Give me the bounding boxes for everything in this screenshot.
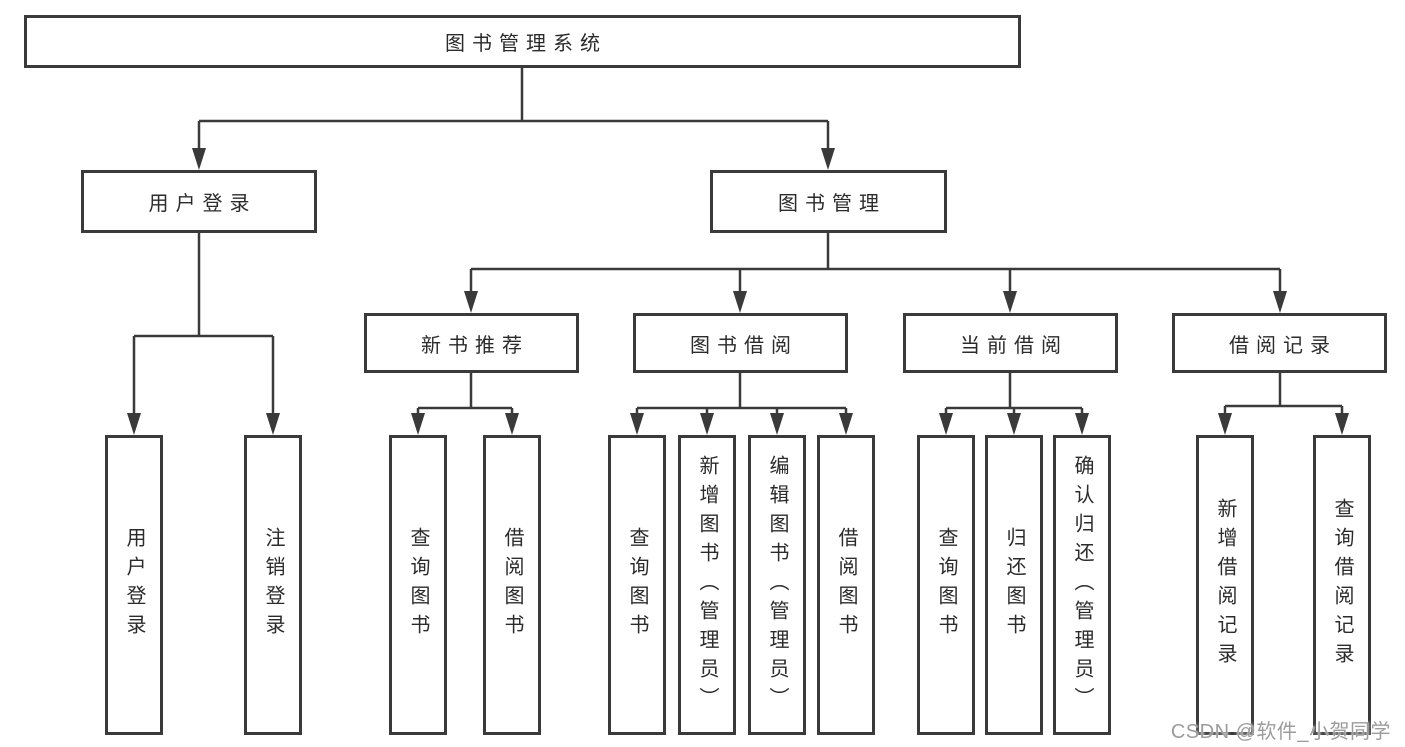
node-label: 借阅图书 — [501, 527, 523, 643]
node-book-borrowing: 图书借阅 — [633, 313, 848, 373]
leaf-return-books: 归还图书 — [985, 435, 1043, 735]
node-label: 图书管理 — [778, 193, 886, 215]
node-library-management-system: 图书管理系统 — [24, 15, 1021, 68]
leaf-add-borrow-record: 新增借阅记录 — [1196, 435, 1254, 735]
node-label: 借阅图书 — [835, 527, 857, 643]
node-label: 新增借阅记录 — [1214, 498, 1236, 672]
csdn-watermark: CSDN @软件_小贺同学 — [1170, 721, 1391, 743]
node-label: 新增图书（管理员） — [696, 454, 718, 716]
node-label: 编辑图书（管理员） — [766, 454, 788, 716]
node-book-management: 图书管理 — [710, 170, 947, 233]
leaf-add-books-admin: 新增图书（管理员） — [678, 435, 736, 735]
leaf-query-books-current: 查询图书 — [917, 435, 975, 735]
node-label: 归还图书 — [1003, 527, 1025, 643]
node-new-book-recommendation: 新书推荐 — [364, 313, 579, 373]
leaf-borrow-books-recommend: 借阅图书 — [483, 435, 541, 735]
node-label: 查询借阅记录 — [1331, 498, 1353, 672]
node-label: 查询图书 — [407, 527, 429, 643]
node-label: 注销登录 — [262, 527, 284, 643]
leaf-borrow-books-borrowing: 借阅图书 — [817, 435, 875, 735]
leaf-logout: 注销登录 — [244, 435, 302, 735]
node-label: 查询图书 — [935, 527, 957, 643]
leaf-user-login: 用户登录 — [105, 435, 163, 735]
leaf-confirm-return-admin: 确认归还（管理员） — [1053, 435, 1111, 735]
leaf-query-borrow-record: 查询借阅记录 — [1313, 435, 1371, 735]
node-label: 确认归还（管理员） — [1071, 454, 1093, 716]
node-label: 图书管理系统 — [445, 33, 607, 55]
leaf-query-books-borrowing: 查询图书 — [608, 435, 666, 735]
node-label: 图书借阅 — [690, 334, 798, 357]
node-label: 借阅记录 — [1229, 334, 1337, 357]
node-user-login: 用户登录 — [81, 170, 317, 233]
node-label: 查询图书 — [626, 527, 648, 643]
node-current-borrowing: 当前借阅 — [903, 313, 1118, 373]
node-label: 用户登录 — [123, 527, 145, 643]
node-label: 当前借阅 — [960, 334, 1068, 357]
leaf-edit-books-admin: 编辑图书（管理员） — [748, 435, 806, 735]
node-label: 用户登录 — [148, 193, 257, 215]
node-label: 新书推荐 — [421, 334, 529, 357]
node-borrowing-records: 借阅记录 — [1172, 313, 1387, 373]
leaf-query-books-recommend: 查询图书 — [389, 435, 447, 735]
